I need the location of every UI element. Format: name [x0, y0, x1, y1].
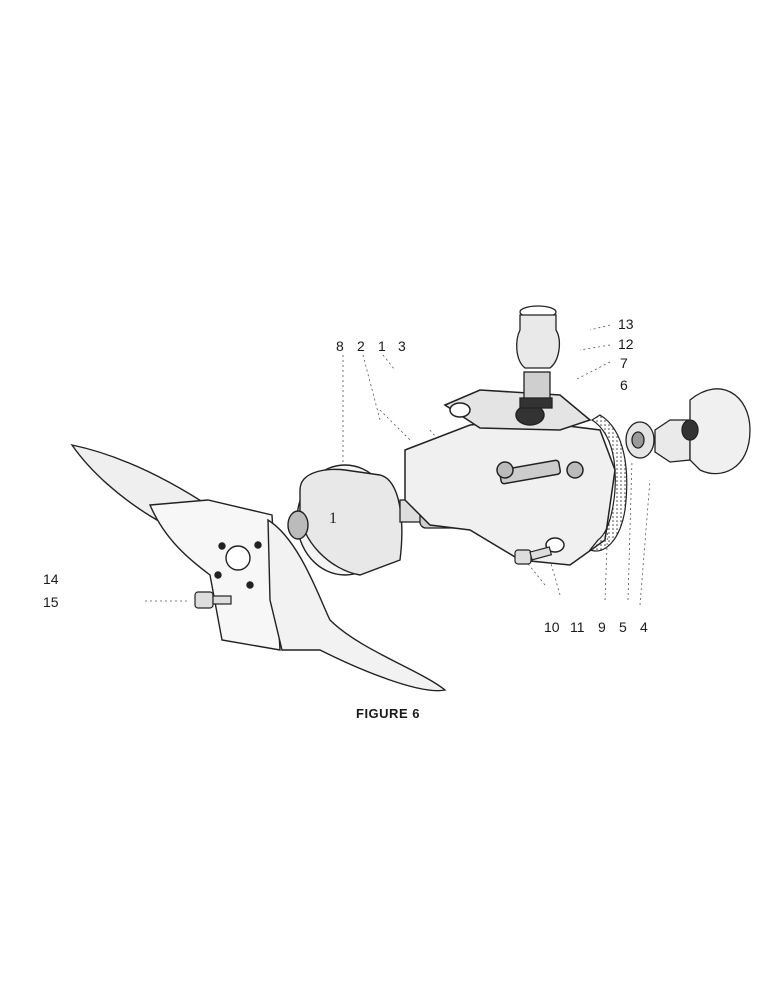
stud-bolt: [514, 546, 553, 565]
callout-2: 2: [357, 338, 365, 354]
callout-13: 13: [618, 316, 634, 332]
callout-6: 6: [620, 377, 628, 393]
callout-5: 5: [619, 619, 627, 635]
pulley-part-mark: 1: [329, 510, 337, 527]
pulley: [287, 464, 403, 576]
top-fitting: [516, 305, 561, 409]
callout-12: 12: [618, 336, 634, 352]
seal-and-impeller: [625, 388, 751, 475]
callout-11: 11: [570, 619, 585, 635]
callout-4: 4: [640, 619, 648, 635]
figure-caption: FIGURE 6: [356, 706, 420, 721]
pump-body: [404, 389, 616, 566]
callout-7: 7: [620, 355, 628, 371]
callout-14: 14: [43, 571, 59, 587]
callout-9: 9: [598, 619, 606, 635]
gasket: [588, 414, 628, 552]
callout-10: 10: [544, 619, 560, 635]
fan-assembly: [70, 443, 447, 692]
fan-bolt: [194, 591, 232, 609]
callout-3: 3: [398, 338, 406, 354]
callout-15: 15: [43, 594, 59, 610]
fan-blade-lower: [267, 518, 447, 692]
callout-1: 1: [378, 338, 386, 354]
callout-8: 8: [336, 338, 344, 354]
